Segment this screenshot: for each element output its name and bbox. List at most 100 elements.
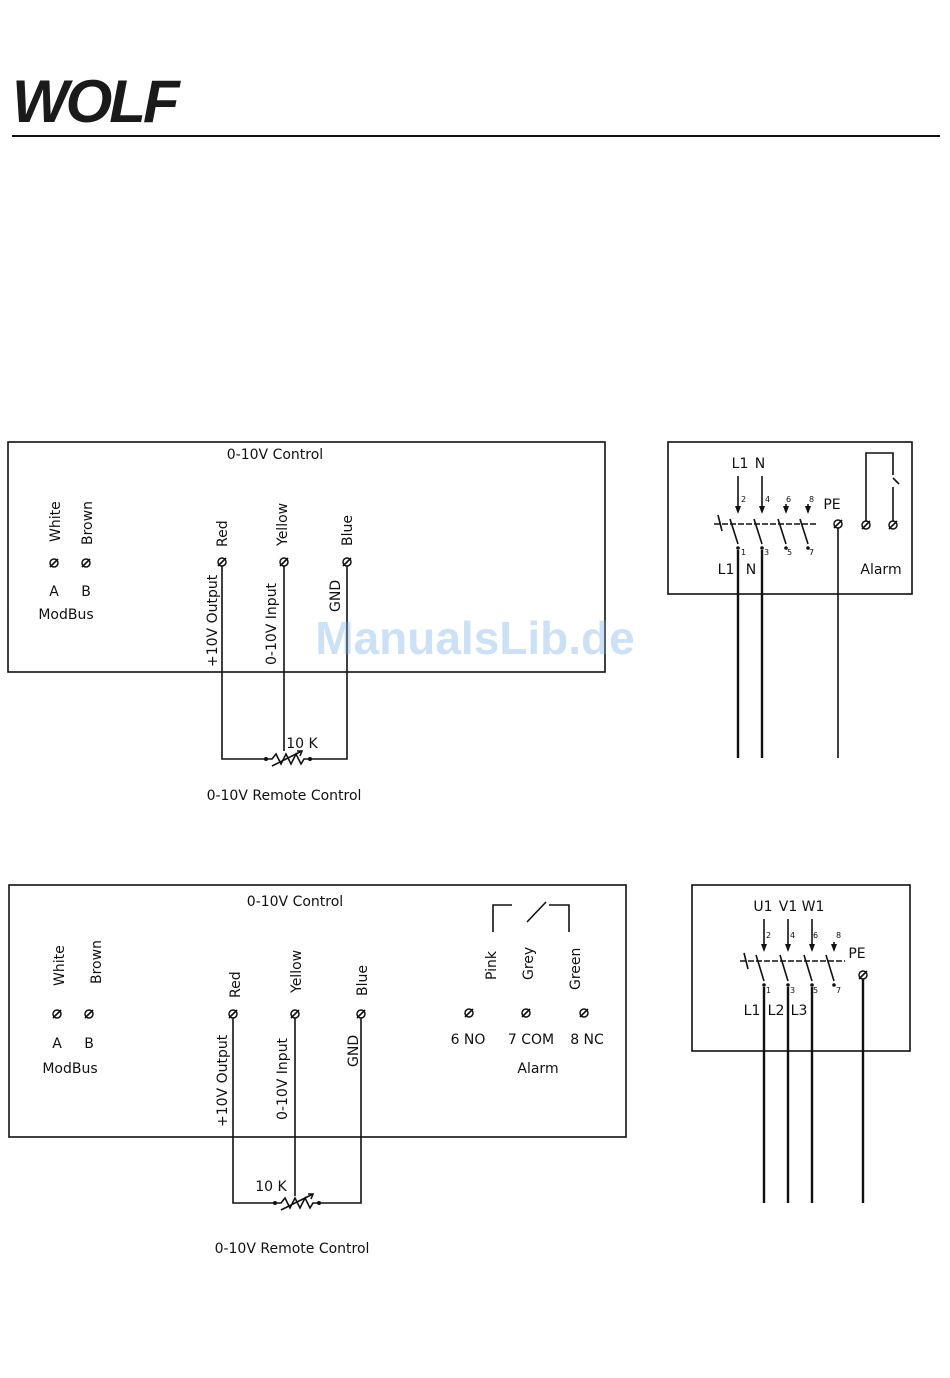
power-2-bottom-l2: L2 [768,1003,785,1019]
power-2-pin-6: 6 [813,931,818,940]
power-1-pin-2: 2 [741,495,746,504]
ctrl-1-wire-yellow: Yellow [275,503,291,547]
potentiometer-2-label: 10 K [255,1179,287,1195]
power-1-pin-8: 8 [809,495,814,504]
power-1-bottom-n: N [746,562,756,578]
modbus-2-term-b-label: B [84,1036,94,1052]
power-1-alarm-label: Alarm [860,562,901,578]
modbus-2-terminal-b [84,1009,94,1019]
power-1-bottom-l1: L1 [718,562,735,578]
ctrl-2-wire-blue: Blue [355,965,371,996]
power-1-pin-7: 7 [809,548,814,557]
power-1-alarm-contact-icon [861,452,900,530]
power-box-2-frame [691,884,911,1052]
remote-control-2-wiring: 10 K 0-10V Remote Control [215,1018,370,1257]
alarm-2-wire-pink: Pink [484,950,500,980]
control-box-2: 0-10V Control White Brown A B ModBus Red… [8,884,627,1138]
alarm-relay-2-icon [492,901,570,932]
modbus-1-term-b-label: B [81,584,91,600]
alarm-2-term-7-com: 7 COM [508,1032,554,1048]
power-2-input-arrows [761,919,837,952]
power-1-outgoing-lines [736,528,839,758]
remote-control-2-label: 0-10V Remote Control [215,1241,370,1257]
control-box-2-frame [8,884,627,1138]
modbus-1-term-a-label: A [49,584,59,600]
alarm-2-terminal-nc [579,1008,589,1018]
modbus-2-wire-brown: Brown [89,940,105,984]
modbus-2-label: ModBus [42,1061,97,1077]
power-1-top-l1: L1 [732,456,749,472]
wolf-logo: WOLF [12,68,181,135]
modbus-1-wire-brown: Brown [80,501,96,545]
power-2-pin-5: 5 [813,986,818,995]
control-box-2-title: 0-10V Control [247,894,343,910]
modbus-1-wire-white: White [48,501,64,542]
power-2-pin-7: 7 [836,986,841,995]
ctrl-1-term-gnd: GND [328,580,344,612]
power-2-pin-3: 3 [790,986,795,995]
power-2-contactor-icon [740,952,845,987]
ctrl-1-wire-red: Red [215,520,231,547]
power-box-2: U1 V1 W1 PE 2 4 6 8 1 3 5 7 L1 L2 L3 [691,884,911,1052]
power-box-1-frame [667,441,913,595]
power-1-top-n: N [755,456,765,472]
power-2-outgoing-lines [762,979,865,1203]
ctrl-2-terminal-red [228,1009,238,1019]
power-2-pin-4: 4 [790,931,795,940]
power-1-pe-terminal [833,519,843,529]
ctrl-2-terminal-blue [356,1009,366,1019]
control-box-1-frame [7,441,606,673]
ctrl-1-term-0-10v-input: 0-10V Input [264,582,280,665]
ctrl-1-terminal-yellow [279,557,289,567]
power-2-top-pe: PE [848,946,865,962]
power-2-top-v1: V1 [779,899,797,915]
power-2-top-w1: W1 [802,899,825,915]
modbus-1-label: ModBus [38,607,93,623]
power-1-pin-6: 6 [786,495,791,504]
alarm-2-label: Alarm [517,1061,558,1077]
potentiometer-2-icon [273,1193,321,1211]
ctrl-1-wire-blue: Blue [340,515,356,546]
power-1-input-arrows [735,476,811,514]
remote-control-1-wiring: 10 K 0-10V Remote Control [207,566,362,804]
power-2-pin-2: 2 [766,931,771,940]
power-1-pin-5: 5 [787,548,792,557]
control-box-1: 0-10V Control White Brown A B ModBus Red… [7,441,606,673]
power-2-top-u1: U1 [753,899,772,915]
ctrl-2-terminal-yellow [290,1009,300,1019]
power-2-pin-1: 1 [766,986,771,995]
potentiometer-1-label: 10 K [286,736,318,752]
ctrl-1-terminal-red [217,557,227,567]
ctrl-2-wire-red: Red [228,971,244,998]
alarm-2-wire-green: Green [568,948,584,990]
control-box-1-title: 0-10V Control [227,447,323,463]
remote-control-1-label: 0-10V Remote Control [207,788,362,804]
modbus-2-terminal-a [52,1009,62,1019]
alarm-2-term-8-nc: 8 NC [570,1032,604,1048]
watermark: ManualsLib.de [315,612,634,664]
ctrl-2-term-gnd: GND [346,1035,362,1067]
modbus-1-terminal-b [81,558,91,568]
ctrl-2-term-10v-output: +10V Output [215,1034,231,1127]
modbus-2-wire-white: White [52,945,68,986]
alarm-2-terminal-com [521,1008,531,1018]
ctrl-2-term-0-10v-input: 0-10V Input [275,1037,291,1120]
power-1-top-pe: PE [823,497,840,513]
ctrl-1-terminal-blue [342,557,352,567]
power-1-contactor-icon [714,514,818,550]
power-box-1: L1 N PE 2 4 6 8 1 3 5 7 L1 N [667,441,913,595]
power-2-bottom-l3: L3 [791,1003,808,1019]
power-2-bottom-l1: L1 [744,1003,761,1019]
power-2-pe-terminal [858,970,868,980]
ctrl-2-wire-yellow: Yellow [289,950,305,994]
alarm-2-terminal-no [464,1008,474,1018]
ctrl-1-term-10v-output: +10V Output [205,574,221,667]
power-2-pin-8: 8 [836,931,841,940]
alarm-2-wire-grey: Grey [521,947,537,980]
power-1-pin-3: 3 [764,548,769,557]
alarm-2-term-6-no: 6 NO [451,1032,486,1048]
modbus-2-term-a-label: A [52,1036,62,1052]
power-1-pin-1: 1 [741,548,746,557]
modbus-1-terminal-a [49,558,59,568]
